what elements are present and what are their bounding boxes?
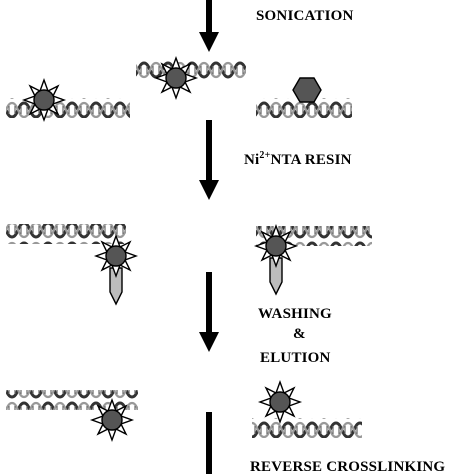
step-label-reverse: REVERSE CROSSLINKING <box>250 459 445 474</box>
dna-fragment <box>6 224 126 244</box>
dna-fragment <box>256 98 352 118</box>
step-label-resin: Ni2+NTA RESIN <box>244 150 352 168</box>
arrow-sonication <box>199 0 219 52</box>
step-label-elution: ELUTION <box>260 350 331 366</box>
arrow-resin <box>199 120 219 200</box>
dna-fragment <box>252 418 362 438</box>
step-label-sonication: SONICATION <box>256 8 354 24</box>
resin-tag-icon <box>269 257 283 296</box>
step-label-washing: WASHING <box>258 306 332 322</box>
arrow-reverse <box>206 412 212 474</box>
starburst-protein-icon <box>153 55 199 101</box>
starburst-protein-icon <box>257 379 303 425</box>
starburst-protein-icon <box>93 233 139 279</box>
step-label-and: & <box>293 326 306 342</box>
dna-fragment <box>6 390 138 410</box>
dna-fragment <box>6 98 130 118</box>
starburst-protein-icon <box>21 77 67 123</box>
arrow-washing <box>199 272 219 352</box>
resin-tag-icon <box>109 267 123 306</box>
starburst-protein-icon <box>89 397 135 443</box>
starburst-protein-icon <box>253 223 299 269</box>
hexagon-protein-icon <box>292 77 322 103</box>
